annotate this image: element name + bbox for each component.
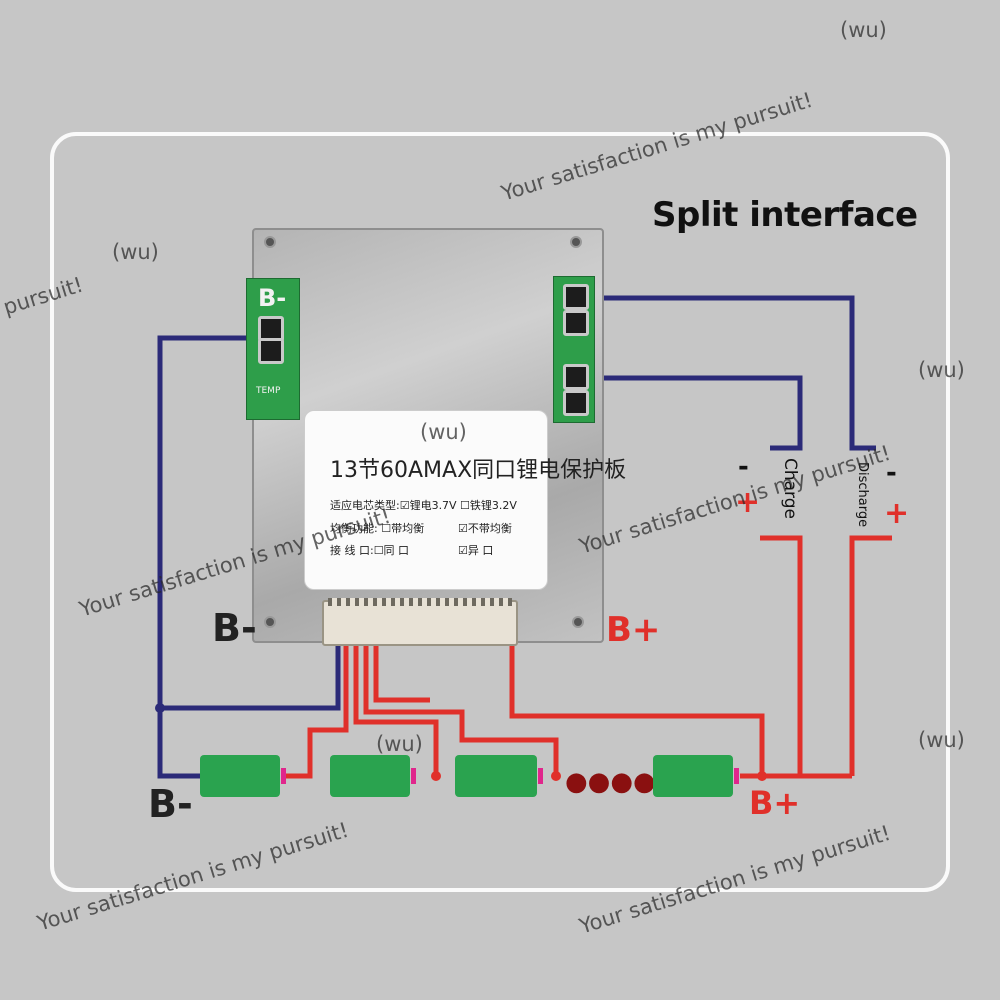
battery-cell	[330, 755, 410, 797]
spec-row3-left: 接 线 口:☐同 口	[330, 544, 410, 557]
screw-icon	[570, 236, 582, 248]
pcb-temp-label: TEMP	[256, 386, 281, 396]
battery-cell	[653, 755, 733, 797]
spec-row3-right: ☑异 口	[458, 544, 494, 557]
charge-plus-sign: +	[735, 485, 761, 520]
b-minus-wire	[157, 335, 258, 779]
diagram-title: Split interface	[652, 195, 918, 235]
b-plus-sense-wire	[509, 645, 765, 776]
balance-connector	[322, 600, 518, 646]
cell-terminal	[734, 768, 739, 784]
connector-pins	[328, 598, 512, 606]
sense-wire-2	[286, 645, 349, 779]
junction-dots	[431, 771, 767, 781]
battery-cell	[200, 755, 280, 797]
discharge-plus-sign: +	[884, 496, 910, 531]
spec-label-card	[304, 410, 548, 590]
sense-wire-3	[353, 645, 439, 776]
b-plus-label-bottom: B+	[749, 784, 801, 822]
charge-negative-wire	[594, 295, 876, 451]
sense-wire-4	[363, 645, 559, 776]
b-minus-label-bottom: B-	[148, 782, 193, 826]
negative-wires	[157, 295, 876, 779]
spec-row1-left: 适应电芯类型:☑锂电3.7V	[330, 499, 457, 512]
screw-icon	[264, 616, 276, 628]
positive-wires	[286, 535, 892, 779]
discharge-negative-wire	[594, 375, 803, 451]
junction-dot	[155, 703, 165, 713]
b-plus-label-top: B+	[606, 610, 661, 650]
spec-row1-right: ☐铁锂3.2V	[460, 499, 517, 512]
discharge-minus-sign: -	[886, 458, 897, 488]
cell-terminal	[538, 768, 543, 784]
terminal-pad	[563, 310, 589, 336]
discharge-positive-wire	[849, 535, 892, 776]
cell-terminal	[281, 768, 286, 784]
terminal-pad	[563, 284, 589, 310]
diagram-frame	[50, 132, 950, 892]
cell-terminal	[411, 768, 416, 784]
spec-heading: 13节60AMAX同口锂电保护板	[330, 458, 627, 483]
charge-minus-sign: -	[738, 452, 749, 482]
terminal-pad	[563, 364, 589, 390]
charge-positive-wire	[760, 535, 803, 776]
spec-row2-left: 均衡功能: ☐带均衡	[330, 522, 425, 535]
screw-icon	[264, 236, 276, 248]
charge-label: Charge	[780, 458, 800, 520]
spec-row2-right: ☑不带均衡	[458, 522, 512, 535]
discharge-label: Discharge	[855, 462, 870, 528]
terminal-pad	[563, 390, 589, 416]
terminal-pad	[258, 338, 284, 364]
pcb-b-minus-label: B-	[258, 284, 287, 312]
sense-wire-5	[373, 645, 430, 703]
screw-icon	[572, 616, 584, 628]
sense-wire-1	[160, 645, 341, 711]
b-minus-label-top: B-	[212, 606, 257, 650]
battery-cell	[455, 755, 537, 797]
